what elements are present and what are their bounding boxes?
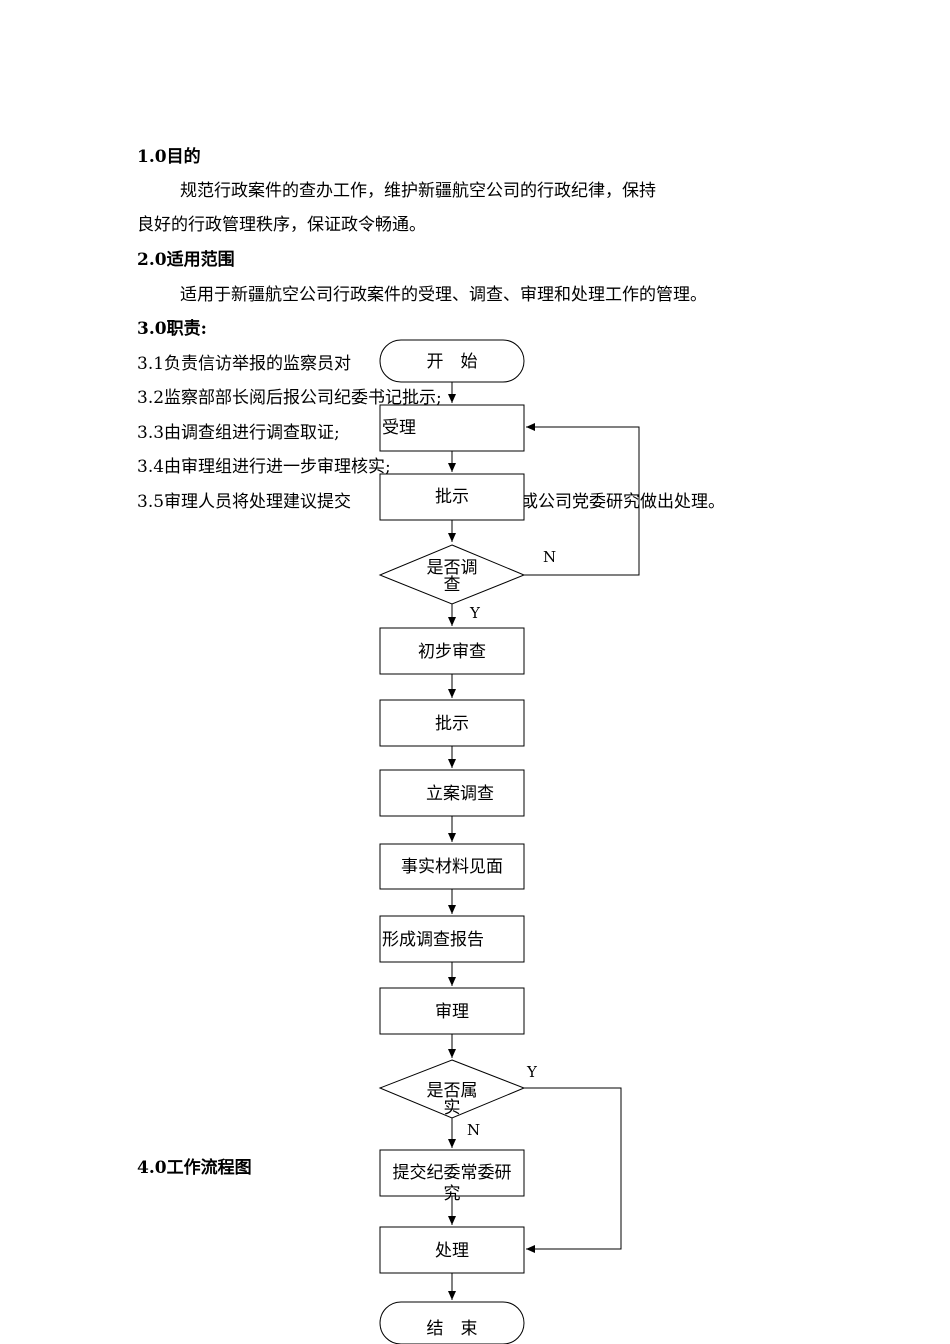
flow-handle-label: 处理 xyxy=(435,1241,469,1261)
flow-step-report: 形成调查报告 xyxy=(379,915,525,963)
flow-decision-2-line-1: 是否属 xyxy=(427,1081,478,1101)
flow-step-handle: 处理 xyxy=(379,1226,525,1274)
purpose-line-2: 良好的行政管理秩序，保证政令畅通。 xyxy=(137,215,426,235)
flow-submit-line-2: 究 xyxy=(444,1184,461,1204)
flow-step-submit: 提交纪委常委研 究 xyxy=(379,1149,525,1204)
flow-start-terminal: 开 始 xyxy=(379,339,525,383)
flow-step-fact-meeting: 事实材料见面 xyxy=(379,843,525,890)
flow-connectors xyxy=(448,382,640,1300)
flow-decision-verified: 是否属 实 Y N xyxy=(378,1059,538,1139)
duty-item-3-4: 3.4由审理组进行进一步审理核实; xyxy=(137,457,391,477)
flow-step-preliminary-review: 初步审查 xyxy=(379,627,525,675)
flow-submit-line-1: 提交纪委常委研 xyxy=(393,1163,512,1183)
section-3-heading: 3.0职责: xyxy=(137,319,207,339)
section-1-heading: 1.0目的 xyxy=(137,147,201,167)
purpose-line-1: 规范行政案件的查办工作，维护新疆航空公司的行政纪律，保持 xyxy=(180,181,656,201)
section-4-heading: 4.0工作流程图 xyxy=(137,1158,252,1178)
duty-item-3-3: 3.3由调查组进行调查取证; xyxy=(137,423,340,443)
flow-end-label: 结 束 xyxy=(427,1319,478,1339)
flow-decision-2-line-2: 实 xyxy=(444,1098,461,1118)
flow-step-file-investigation: 立案调查 xyxy=(379,769,525,817)
flow-decision-investigate: 是否调 查 N Y xyxy=(378,544,556,622)
flow-file-investigation-label: 立案调查 xyxy=(426,784,494,804)
flow-step-trial: 审理 xyxy=(379,987,525,1035)
flow-end-terminal: 结 束 xyxy=(379,1301,525,1344)
flow-approve-2-label: 批示 xyxy=(435,714,469,734)
duty-item-3-5-tail: 或公司党委研究做出处理。 xyxy=(521,492,725,512)
flow-step-approve-2: 批示 xyxy=(379,699,525,747)
duty-item-3-1: 3.1负责信访举报的监察员对 xyxy=(137,354,352,374)
flow-decision-2-yes-label: Y xyxy=(526,1063,538,1081)
flow-accept-label: 受理 xyxy=(382,418,416,438)
duty-item-3-2: 3.2监察部部长阅后报公司纪委书记批示; xyxy=(137,388,442,408)
flow-fact-meeting-label: 事实材料见面 xyxy=(401,857,503,877)
flow-step-approve-1: 批示 xyxy=(379,473,525,521)
flow-start-label: 开 始 xyxy=(427,352,478,372)
flow-report-label: 形成调查报告 xyxy=(382,930,484,950)
flow-decision-1-no-label: N xyxy=(543,548,556,566)
flow-trial-label: 审理 xyxy=(435,1002,469,1022)
section-2-heading: 2.0适用范围 xyxy=(137,250,235,270)
scope-line-1: 适用于新疆航空公司行政案件的受理、调查、审理和处理工作的管理。 xyxy=(180,285,707,305)
flow-preliminary-review-label: 初步审查 xyxy=(418,642,486,662)
flow-decision-1-yes-label: Y xyxy=(469,604,481,622)
flow-decision-1-line-1: 是否调 xyxy=(427,558,478,578)
flow-step-accept: 受理 xyxy=(379,404,525,452)
duty-item-3-5: 3.5审理人员将处理建议提交 xyxy=(137,492,352,512)
flow-decision-1-line-2: 查 xyxy=(444,575,461,595)
flow-decision-2-no-label: N xyxy=(467,1121,480,1139)
flow-approve-1-label: 批示 xyxy=(435,487,469,507)
